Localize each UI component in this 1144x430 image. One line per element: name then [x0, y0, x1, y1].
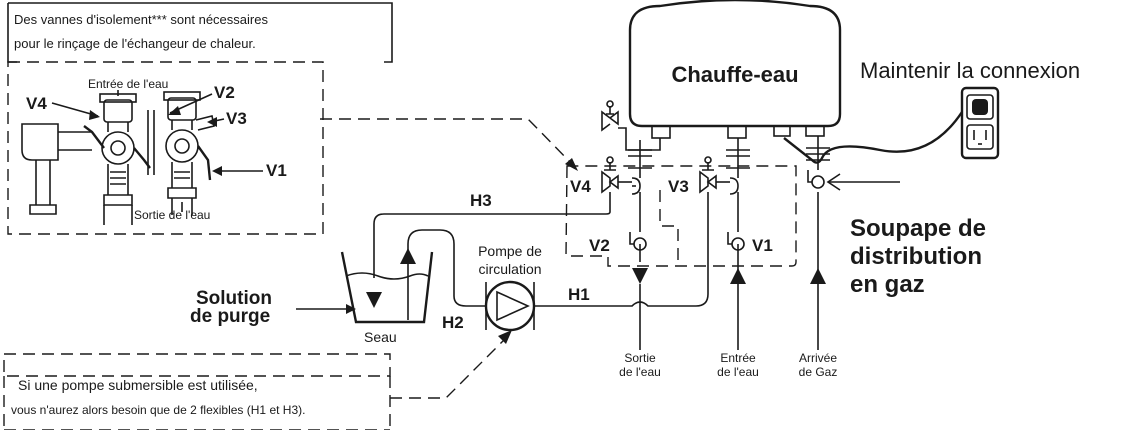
outlet-label-2: de l'eau: [619, 365, 661, 379]
gas-label-2: de Gaz: [799, 365, 838, 379]
gas-valve-line2: distribution: [850, 243, 982, 270]
outlet-label-1: Sortie: [624, 351, 656, 365]
valve-detail-illustration: [21, 91, 215, 225]
pump-label-line2: circulation: [478, 261, 541, 277]
heater-title: Chauffe-eau: [671, 62, 798, 87]
h3-flow-arrow: [366, 292, 382, 308]
inlet-label-1: Entrée: [720, 351, 756, 365]
hose-h2: [407, 229, 486, 320]
v2-label: V2: [589, 236, 610, 255]
detail-v4-label: V4: [26, 94, 47, 113]
h2-label: H2: [442, 313, 464, 332]
valve-detail-box: [7, 61, 324, 235]
heater-drain-valve: [601, 100, 661, 151]
bucket-label: Seau: [364, 329, 397, 345]
detail-v2-label: V2: [214, 83, 235, 102]
bucket: [340, 251, 434, 324]
bottom-note-line1: Si une pompe submersible est utilisée,: [18, 377, 258, 393]
purge-line2: de purge: [190, 306, 270, 327]
valve-symbols: [601, 156, 825, 251]
v3-label: V3: [668, 177, 689, 196]
detail-v1-label: V1: [266, 161, 287, 180]
valve-assembly-divider: [659, 190, 679, 266]
valve-assembly-box: [565, 165, 797, 267]
bottom-callout-arrowhead: [498, 330, 512, 344]
detail-water-out-label: Sortie de l'eau: [134, 208, 210, 222]
detail-callout-arrowhead: [565, 158, 578, 171]
gas-valve-label: Soupape de distribution en gaz: [850, 215, 986, 298]
gas-flow-arrow: [810, 268, 826, 284]
bottom-note-top-edge: [3, 353, 391, 377]
h3-label: H3: [470, 191, 492, 210]
purge-line1: Solution: [196, 288, 272, 309]
h2-flow-arrow: [400, 248, 416, 264]
detail-callout-line: [320, 118, 575, 167]
water-heater: Chauffe-eau: [628, 0, 842, 139]
keep-connection-label: Maintenir la connexion: [860, 58, 1080, 83]
h1-label: H1: [568, 285, 590, 304]
bottom-note-line2: vous n'aurez alors besoin que de 2 flexi…: [11, 403, 305, 417]
hose-h1: [534, 228, 709, 307]
bottom-note: Si une pompe submersible est utilisée, v…: [3, 376, 391, 430]
detail-water-in-label: Entrée de l'eau: [88, 77, 168, 91]
note-top-line1: Des vannes d'isolement*** sont nécessair…: [14, 12, 268, 27]
inlet-flow-arrow: [730, 268, 746, 284]
detail-v3-label: V3: [226, 109, 247, 128]
v4-label: V4: [570, 177, 591, 196]
gas-label-1: Arrivée: [799, 351, 837, 365]
pump-label-line1: Pompe de: [478, 243, 542, 259]
bottom-callout-line: [390, 333, 511, 399]
outlet-pipe: [628, 140, 652, 350]
hose-h3: [373, 206, 611, 278]
gas-valve-line1: Soupape de: [850, 215, 986, 242]
inlet-label-2: de l'eau: [717, 365, 759, 379]
gas-pipe: [806, 136, 830, 350]
isolation-valve-note: Des vannes d'isolement*** sont nécessair…: [7, 2, 393, 63]
power-cord: [783, 111, 963, 164]
v1-label: V1: [752, 236, 773, 255]
circulation-pump: [484, 280, 536, 332]
outlet-flow-arrow: [632, 268, 648, 284]
detail-labels: Entrée de l'eau V4 V2 V3 V1 Sortie de l'…: [26, 77, 287, 222]
electrical-outlet: [960, 86, 1000, 160]
note-top-line2: pour le rinçage de l'échangeur de chaleu…: [14, 36, 256, 51]
gas-valve-line3: en gaz: [850, 271, 925, 298]
